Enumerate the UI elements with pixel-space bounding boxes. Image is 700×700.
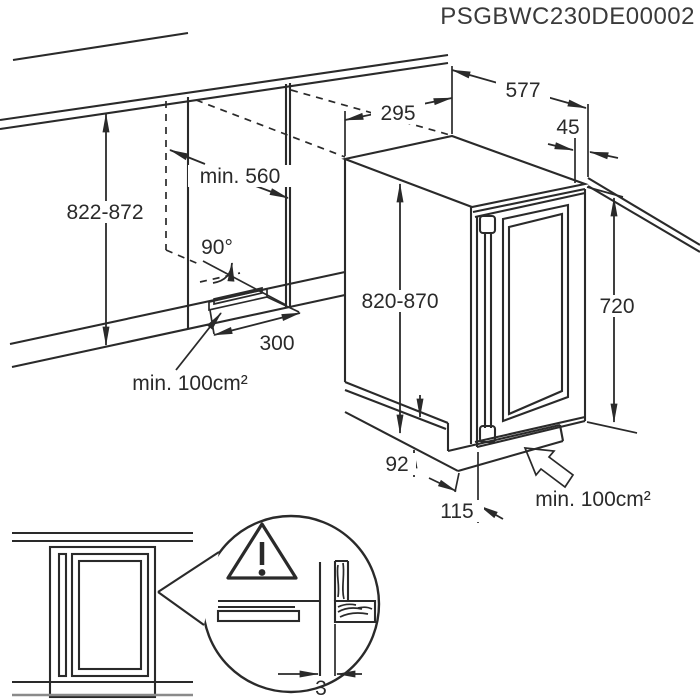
- warning-triangle-outline: [226, 522, 298, 580]
- cs-wood-shelf: [333, 599, 377, 624]
- base-vent-area-label: min. 100cm²: [535, 488, 651, 511]
- dim-depth-label: 577: [505, 79, 540, 102]
- dim-recess-depth-arrow-left: [428, 477, 457, 492]
- plinth-vent-area-leader: [175, 312, 222, 371]
- plinth-vent-area-label: min. 100cm²: [132, 372, 248, 395]
- vent-flap-closed-dashed: [199, 272, 241, 283]
- glass-frame-inner: [507, 212, 564, 416]
- right-counter-edge-bottom: [587, 185, 700, 253]
- cs-wood-shelf-grain: [337, 603, 373, 618]
- fv-glass-frame-outer: [70, 552, 150, 678]
- callout-tail-lower: [157, 591, 205, 626]
- callout-tail-fill: [158, 552, 219, 625]
- ext-line: [266, 296, 300, 313]
- warning-triangle-icon: [226, 522, 298, 580]
- warning-exclamation-dot: [258, 569, 266, 576]
- plinth-top-line: [9, 270, 346, 346]
- airflow-arrow-icon: [523, 447, 575, 489]
- callout-tail-upper: [157, 551, 220, 593]
- counter-front-edge-bottom: [0, 61, 449, 131]
- base-right-edge: [558, 424, 565, 442]
- counter-front-edge-top: [0, 53, 449, 122]
- plinth-vent-slot-outer: [208, 287, 268, 312]
- ext-line: [586, 186, 624, 198]
- door-handle: [478, 214, 497, 444]
- door-top-edge: [474, 191, 586, 219]
- floor-line: [11, 293, 346, 369]
- door-bottom-edge: [476, 419, 586, 449]
- cs-wood-upright-grain: [336, 562, 345, 600]
- dim-niche-depth-arrow-left: [169, 149, 206, 165]
- right-counter-edge-top: [587, 177, 700, 246]
- ext-line: [454, 472, 460, 493]
- side-bottom-edge: [344, 381, 449, 424]
- wall-edge-line: [12, 31, 189, 62]
- vent-angle-arc: [212, 262, 235, 284]
- dim-overhang-arrow-left: [547, 142, 574, 151]
- detail-callout: 3: [157, 514, 381, 700]
- dim-plinth-height-label: 92: [385, 453, 408, 476]
- dim-vent-width-label: 300: [259, 332, 294, 355]
- plinth-vent-slot-inner: [213, 286, 263, 306]
- handle-top-bracket: [478, 214, 497, 235]
- vent-flap-open-line: [202, 260, 287, 306]
- dim-niche-height-label: 822-872: [66, 201, 143, 224]
- projection-dashed-left: [195, 99, 346, 158]
- appliance-top-face: [341, 134, 589, 209]
- cs-door-panel: [216, 609, 301, 623]
- fv-appliance-outline: [48, 545, 157, 699]
- dim-vent-angle-label: 90°: [201, 236, 233, 259]
- base-front-top-edge: [447, 423, 561, 453]
- niche-depth-dashed-corner: [165, 249, 202, 266]
- glass-frame-outer: [501, 203, 570, 423]
- dim-niche-depth-arrow-right: [252, 184, 289, 199]
- dim-width-label: 295: [380, 102, 415, 125]
- dim-niche-depth-label: min. 560: [200, 165, 281, 188]
- dimensions: 577 295 45 822-872 min. 560 90° 820-870: [55, 66, 651, 523]
- projection-dashed-right: [290, 89, 451, 136]
- fv-handle: [57, 552, 68, 678]
- dim-gap-label: 3: [315, 677, 327, 700]
- side-bottom-edge-2: [344, 389, 447, 430]
- door-bottom-band-upper: [474, 415, 586, 444]
- base-bottom-edge: [344, 411, 459, 472]
- dim-overhang-arrow-right: [589, 151, 619, 160]
- gap-cross-section: 3: [216, 559, 377, 700]
- door-top-band-upper: [472, 187, 586, 214]
- ext-line: [586, 421, 638, 434]
- cs-wood-upright: [333, 559, 350, 601]
- dim-overhang-label: 45: [556, 116, 579, 139]
- dim-door-height-label: 720: [599, 295, 634, 318]
- appliance: [341, 134, 589, 473]
- dim-vent-width-line: [213, 312, 301, 336]
- front-view: [12, 531, 193, 699]
- dim-appliance-height-label: 820-870: [361, 290, 438, 313]
- base-front-bottom-edge: [457, 439, 564, 473]
- fv-glass-frame-inner: [77, 559, 143, 671]
- dim-recess-depth-label: 115: [440, 500, 473, 523]
- page-title: PSGBWC230DE00002: [440, 3, 695, 30]
